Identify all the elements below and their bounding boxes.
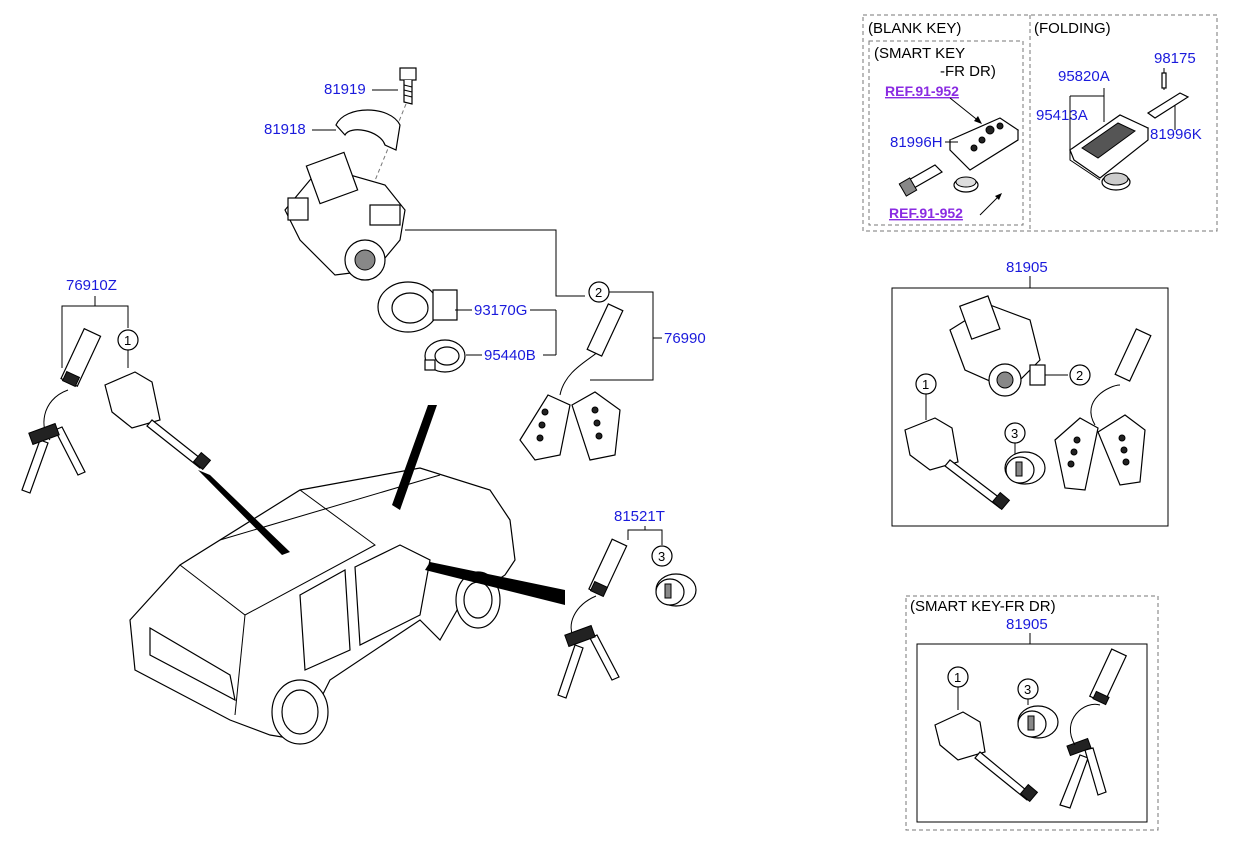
kit-key-fobs-icon [1054,328,1152,491]
ref-link-2[interactable]: REF.91-952 [889,205,963,221]
folding-label: (FOLDING) [1034,20,1111,37]
part-76910Z[interactable]: 76910Z [66,277,117,294]
door-lock-cylinder-main-icon [104,371,212,471]
fr-lock-cap-icon [1017,705,1059,739]
leader-door-rh [425,562,565,605]
leader-door-lh [198,470,290,555]
part-81996H[interactable]: 81996H [890,134,943,151]
part-95440B[interactable]: 95440B [484,347,536,364]
smart-key-fr-dr-label: (SMART KEY-FR DR) [910,598,1056,615]
ignition-assembly-icon [284,151,406,281]
part-95820A[interactable]: 95820A [1058,68,1110,85]
lock-cap-main-icon [655,573,697,607]
svg-text:2: 2 [595,285,602,300]
callout-2-kit [1069,364,1091,386]
svg-text:3: 3 [658,549,665,564]
key-fobs-pair-icon [519,303,624,461]
part-76990[interactable]: 76990 [664,330,706,347]
part-81996K[interactable]: 81996K [1150,126,1202,143]
smart-key-label-2: -FR DR) [940,63,996,80]
svg-text:3: 3 [1024,682,1031,697]
smart-key-label: (SMART KEY [874,45,965,62]
emergency-key-icon [898,164,943,197]
svg-text:2: 2 [1076,368,1083,383]
folding-key-icon [1068,114,1150,179]
bracket-icon [335,109,401,151]
smart-key-fob-icon [948,117,1020,171]
blank-key-box: (BLANK KEY) (FOLDING) (SMART KEY -FR DR)… [862,14,1218,232]
ignition-lock-icon [949,295,1046,397]
blank-key-label: (BLANK KEY) [868,20,961,37]
part-81521T[interactable]: 81521T [614,508,665,525]
suv-car-icon [129,467,516,745]
part-93170G[interactable]: 93170G [474,302,527,319]
lamp-ring-icon [424,339,466,373]
smart-key-fr-dr-box: (SMART KEY-FR DR) 81905 1 3 [905,595,1159,831]
door-lock-cylinder-icon [904,417,1011,511]
fr-blade-keys-icon [1059,648,1128,809]
immobilizer-ring-icon [377,281,458,333]
lock-cap-icon [1004,451,1046,485]
part-81918[interactable]: 81918 [264,121,306,138]
callout-3-main [651,545,673,567]
key-blade-icon [1146,92,1190,119]
leader-ignition [392,405,437,510]
folding-battery-icon [1101,172,1131,191]
key-set-81521T-icon [557,538,628,699]
ref-link-1[interactable]: REF.91-952 [885,83,959,99]
svg-text:1: 1 [954,670,961,685]
part-81905-bottom[interactable]: 81905 [1006,616,1048,633]
part-81905-top[interactable]: 81905 [1006,259,1048,276]
bolt-icon [399,67,417,105]
part-81919[interactable]: 81919 [324,81,366,98]
kit-81905-box: 81905 2 1 3 [891,259,1169,527]
svg-text:3: 3 [1011,426,1018,441]
coin-battery-icon [953,176,979,193]
svg-text:1: 1 [922,377,929,392]
part-95413A[interactable]: 95413A [1036,107,1088,124]
fr-door-lock-icon [934,711,1039,803]
svg-text:1: 1 [124,333,131,348]
blank-keys-icon [21,327,102,494]
part-98175[interactable]: 98175 [1154,50,1196,67]
